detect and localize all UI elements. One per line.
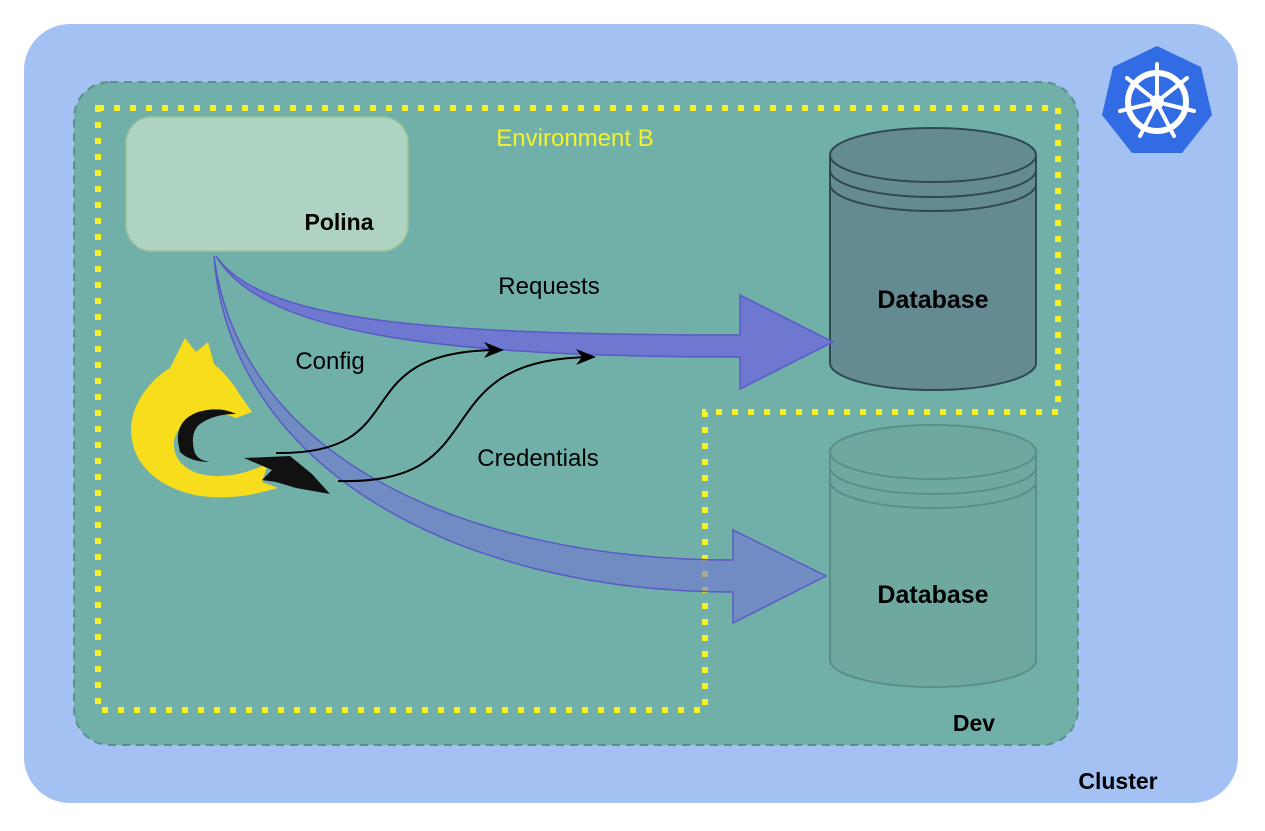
fox-logo-icon bbox=[131, 338, 330, 498]
dev-requests-arrow bbox=[213, 255, 828, 625]
config-label: Config bbox=[295, 348, 364, 375]
database-dev-label: Database bbox=[877, 581, 988, 609]
database-dev-cylinder[interactable] bbox=[829, 424, 1037, 688]
config-connector bbox=[275, 342, 504, 455]
polina-box[interactable] bbox=[125, 116, 409, 252]
database-primary-cylinder[interactable] bbox=[829, 127, 1037, 391]
requests-label: Requests bbox=[498, 273, 599, 300]
polina-label: Polina bbox=[304, 209, 373, 235]
database-primary-label: Database bbox=[877, 286, 988, 314]
environment-b-boundary bbox=[95, 105, 1061, 713]
kubernetes-helm-icon bbox=[1102, 46, 1212, 153]
credentials-connector bbox=[337, 349, 596, 483]
credentials-label: Credentials bbox=[477, 445, 598, 472]
requests-arrow bbox=[215, 255, 835, 391]
dev-label: Dev bbox=[953, 710, 995, 736]
cluster-label: Cluster bbox=[1078, 768, 1157, 794]
environment-b-label: Environment B bbox=[496, 125, 653, 152]
